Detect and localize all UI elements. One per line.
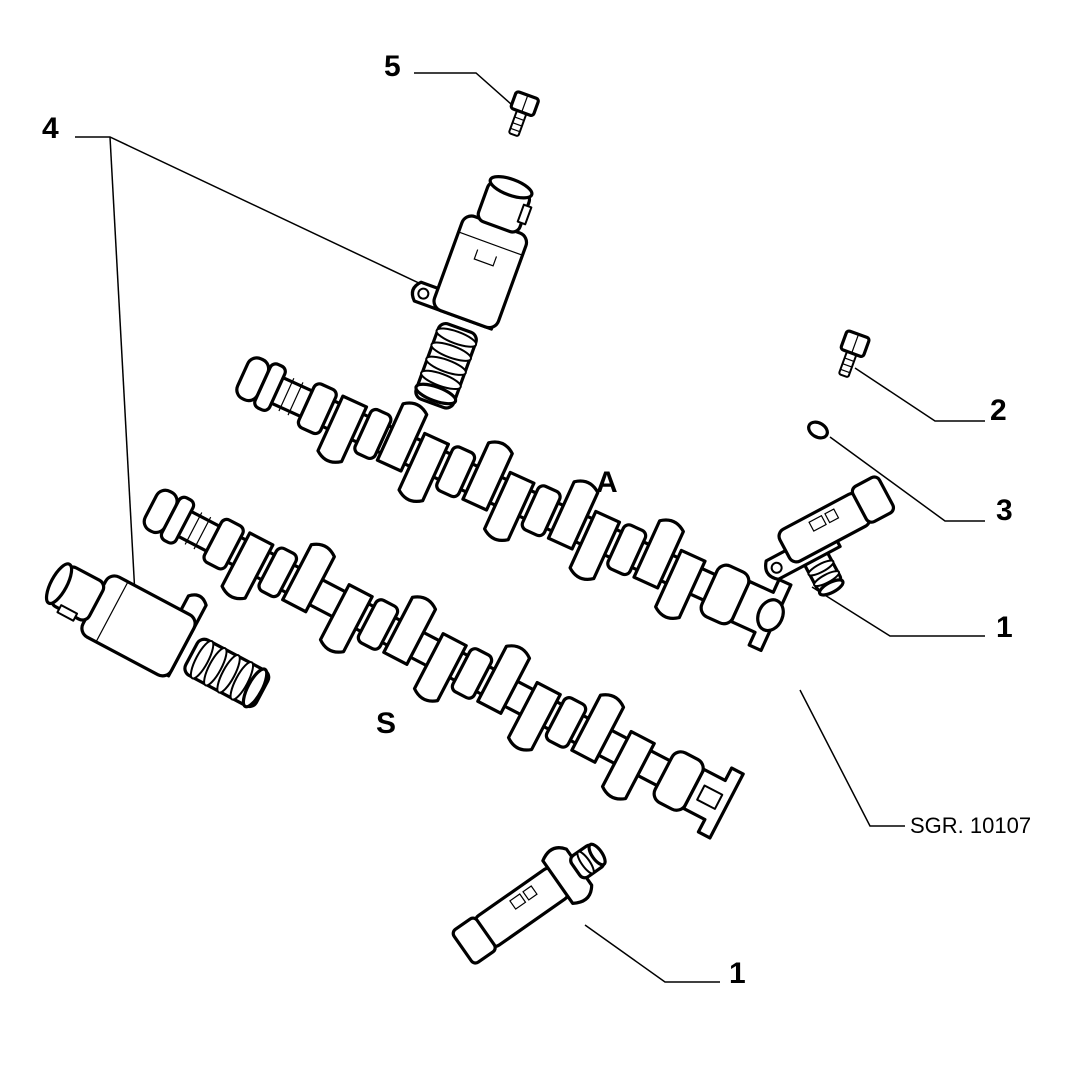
leader-4a	[75, 136, 441, 294]
callout-5: 5	[384, 50, 401, 83]
callout-4: 4	[42, 112, 59, 145]
camshaft-s-label: S	[376, 707, 397, 740]
solenoid-valve-upper	[410, 175, 534, 410]
leader-sgr	[799, 689, 905, 827]
camshaft-a	[235, 356, 793, 653]
drawing-reference: SGR. 10107	[910, 813, 1032, 838]
leader-1-bottom	[584, 924, 720, 983]
leader-4b	[109, 136, 136, 596]
leader-2	[854, 367, 985, 422]
solenoid-valve-left	[44, 562, 271, 709]
callout-3: 3	[996, 494, 1013, 527]
cam-sensor-right	[764, 475, 896, 597]
leader-lines	[75, 72, 985, 983]
leader-1-right	[811, 586, 985, 637]
leader-3	[829, 436, 985, 522]
callout-1-right: 1	[996, 611, 1013, 644]
callout-1-bottom: 1	[729, 957, 746, 990]
camshaft-s	[142, 488, 745, 840]
bolt-5	[508, 90, 540, 137]
camshaft-a-label: A	[596, 466, 618, 499]
leader-5	[414, 72, 521, 113]
callout-2: 2	[990, 394, 1007, 427]
o-ring-3	[807, 420, 829, 440]
bolt-2	[838, 329, 871, 378]
cam-sensor-bottom	[451, 842, 607, 965]
